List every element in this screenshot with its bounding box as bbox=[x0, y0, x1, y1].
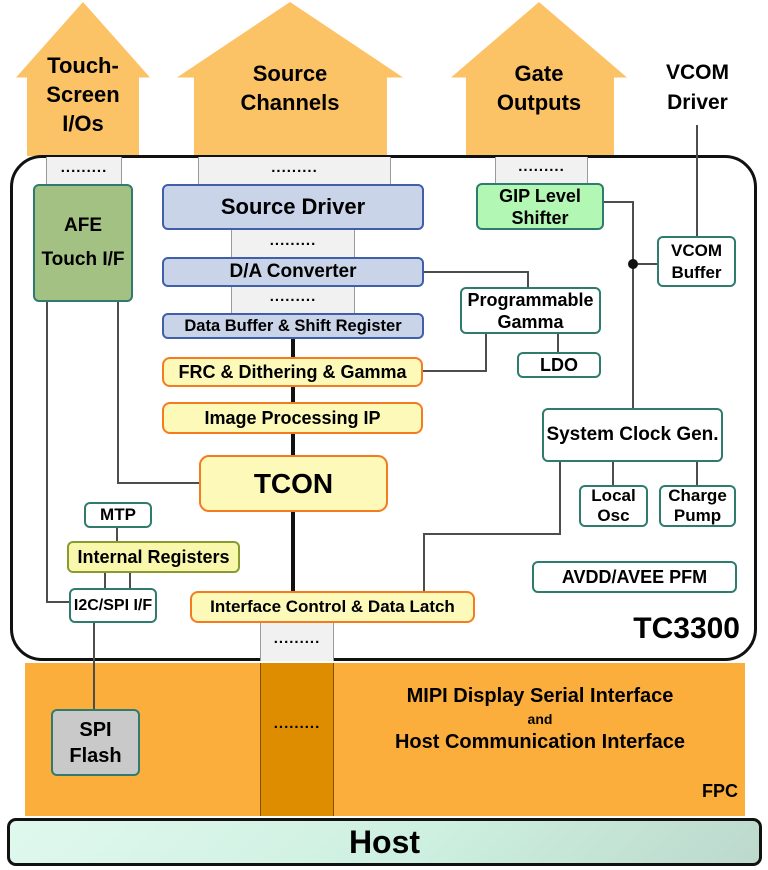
system-clock-gen-block: System Clock Gen. bbox=[542, 408, 723, 462]
i2c-spi-if-block: I2C/SPI I/F bbox=[69, 588, 157, 623]
connector-afe-tcon-v bbox=[117, 302, 119, 484]
fpc-bus-column: ......... bbox=[260, 663, 334, 816]
bus-band-gate: ......... bbox=[495, 157, 588, 183]
ldo-block: LDO bbox=[517, 352, 601, 378]
mipi-line3: Host Communication Interface bbox=[394, 731, 686, 753]
da-converter-block: D/A Converter bbox=[162, 257, 424, 287]
connector-gip-h bbox=[604, 201, 633, 203]
vcom-driver-label: VCOM Driver bbox=[666, 61, 729, 114]
connector-afe-i2c-v bbox=[46, 302, 48, 603]
bus-band-source: ......... bbox=[198, 157, 391, 184]
mipi-line2: and bbox=[527, 711, 553, 727]
connector-registers-i2c-right bbox=[129, 573, 131, 588]
connector-clockgen-localosc bbox=[612, 462, 614, 485]
charge-pump-block: Charge Pump bbox=[659, 485, 736, 527]
avdd-avee-pfm-block: AVDD/AVEE PFM bbox=[532, 561, 737, 593]
spi-flash-block: SPI Flash bbox=[51, 709, 140, 776]
frc-dithering-gamma-block: FRC & Dithering & Gamma bbox=[162, 357, 423, 387]
bus-band-interface-bottom: ......... bbox=[260, 623, 334, 661]
connector-clockgen-interface-v2 bbox=[423, 533, 425, 591]
connector-clockgen-interface-v1 bbox=[559, 462, 561, 534]
source-driver-block: Source Driver bbox=[162, 184, 424, 230]
connector-mtp-registers bbox=[116, 528, 118, 541]
bus-band-touch: ......... bbox=[46, 157, 122, 184]
host-label: Host bbox=[348, 823, 421, 860]
data-buffer-shift-register-block: Data Buffer & Shift Register bbox=[162, 313, 424, 339]
image-processing-ip-block: Image Processing IP bbox=[162, 402, 423, 434]
junction-dot bbox=[628, 259, 638, 269]
connector-gip-clockgen-v bbox=[632, 201, 634, 408]
fpc-band bbox=[25, 663, 745, 816]
afe-touch-if-block: AFE Touch I/F bbox=[33, 184, 133, 302]
connector-i2c-spiflash-lower bbox=[93, 661, 95, 709]
programmable-gamma-block: Programmable Gamma bbox=[460, 287, 601, 334]
bus-band-dac-buffer: ......... bbox=[231, 287, 355, 313]
mipi-line1: MIPI Display Serial Interface bbox=[406, 685, 674, 707]
connector-frc-gamma-h bbox=[423, 370, 487, 372]
gate-outputs-arrow-label: Gate Outputs bbox=[496, 61, 582, 115]
bus-band-source-dac: ......... bbox=[231, 230, 355, 257]
connector-gamma-ldo bbox=[557, 334, 559, 352]
fpc-label: FPC bbox=[702, 781, 738, 801]
connector-dac-gamma-h bbox=[424, 271, 529, 273]
tcon-block: TCON bbox=[199, 455, 388, 512]
connector-afe-tcon-h bbox=[117, 482, 199, 484]
source-channels-arrow-label: Source Channels bbox=[240, 61, 340, 115]
host-block: Host bbox=[7, 818, 762, 866]
vcom-buffer-block: VCOM Buffer bbox=[657, 236, 736, 287]
connector-vcombuffer-h bbox=[632, 263, 657, 265]
internal-registers-block: Internal Registers bbox=[67, 541, 240, 573]
mtp-block: MTP bbox=[84, 502, 152, 528]
local-osc-block: Local Osc bbox=[579, 485, 648, 527]
gip-level-shifter-block: GIP Level Shifter bbox=[476, 183, 604, 230]
connector-afe-i2c-h bbox=[46, 601, 69, 603]
connector-vcomdriver-buffer bbox=[696, 125, 698, 236]
interface-control-data-latch-block: Interface Control & Data Latch bbox=[190, 591, 475, 623]
connector-registers-i2c-left bbox=[104, 573, 106, 588]
connector-clockgen-interface-h bbox=[424, 533, 561, 535]
connector-dac-gamma-v bbox=[527, 271, 529, 287]
connector-frc-gamma-v bbox=[485, 334, 487, 372]
touch-screen-arrow-label: Touch- Screen I/Os bbox=[46, 52, 120, 136]
connector-clockgen-chargepump bbox=[696, 462, 698, 485]
chip-name-label: TC3300 bbox=[633, 612, 740, 645]
mipi-interface-label: MIPI Display Serial Interface and Host C… bbox=[340, 683, 740, 756]
